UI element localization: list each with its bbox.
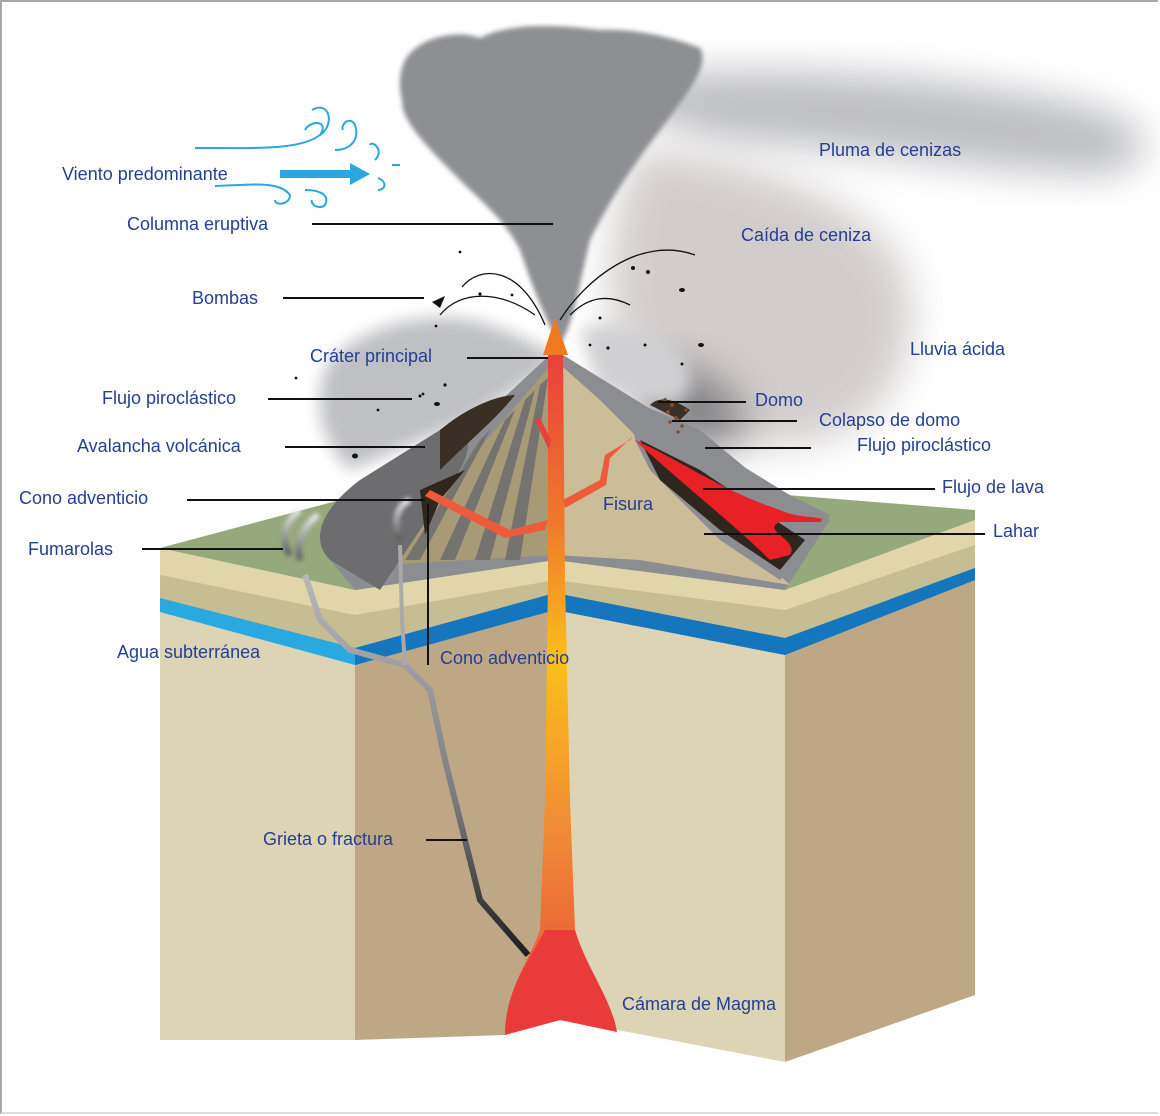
label-lahar: Lahar <box>993 521 1039 541</box>
volcanic-bombs <box>294 250 704 459</box>
label-ash-fall: Caída de ceniza <box>741 225 872 245</box>
fumaroles <box>281 497 412 561</box>
label-groundwater: Agua subterránea <box>117 642 261 662</box>
label-pyroclastic-flow-left: Flujo piroclástico <box>102 388 236 408</box>
label-ash-plume: Pluma de cenizas <box>819 140 961 160</box>
dome-collapse-debris <box>663 398 688 434</box>
label-wind: Viento predominante <box>62 164 228 184</box>
label-fissure: Fisura <box>603 494 654 514</box>
label-lava-flow: Flujo de lava <box>942 477 1045 497</box>
label-main-crater: Cráter principal <box>310 346 432 366</box>
label-fumaroles: Fumarolas <box>28 539 113 559</box>
label-bombs: Bombas <box>192 288 258 308</box>
wind-arrowhead-icon <box>350 163 370 185</box>
wind-icon <box>194 106 400 209</box>
label-parasitic-cone-bottom: Cono adventicio <box>440 648 569 668</box>
label-dome-collapse: Colapso de domo <box>819 410 960 430</box>
eruption-column <box>399 26 703 345</box>
strata-stripes <box>405 378 548 560</box>
label-magma-chamber: Cámara de Magma <box>622 994 777 1014</box>
leader-lines <box>142 223 985 841</box>
label-pyroclastic-flow-right: Flujo piroclástico <box>857 435 991 455</box>
label-parasitic-cone-top: Cono adventicio <box>19 488 148 508</box>
magma-conduit <box>425 318 633 1035</box>
label-crack-fracture: Grieta o fractura <box>263 829 394 849</box>
label-dome: Domo <box>755 390 803 410</box>
bomb-trajectories <box>439 249 696 326</box>
labels: Viento predominante Columna eruptiva Plu… <box>19 140 1045 1014</box>
label-acid-rain: Lluvia ácida <box>910 339 1006 359</box>
label-volcanic-avalanche: Avalancha volcánica <box>77 436 242 456</box>
label-eruption-column: Columna eruptiva <box>127 214 269 234</box>
crack-fracture <box>302 544 531 957</box>
